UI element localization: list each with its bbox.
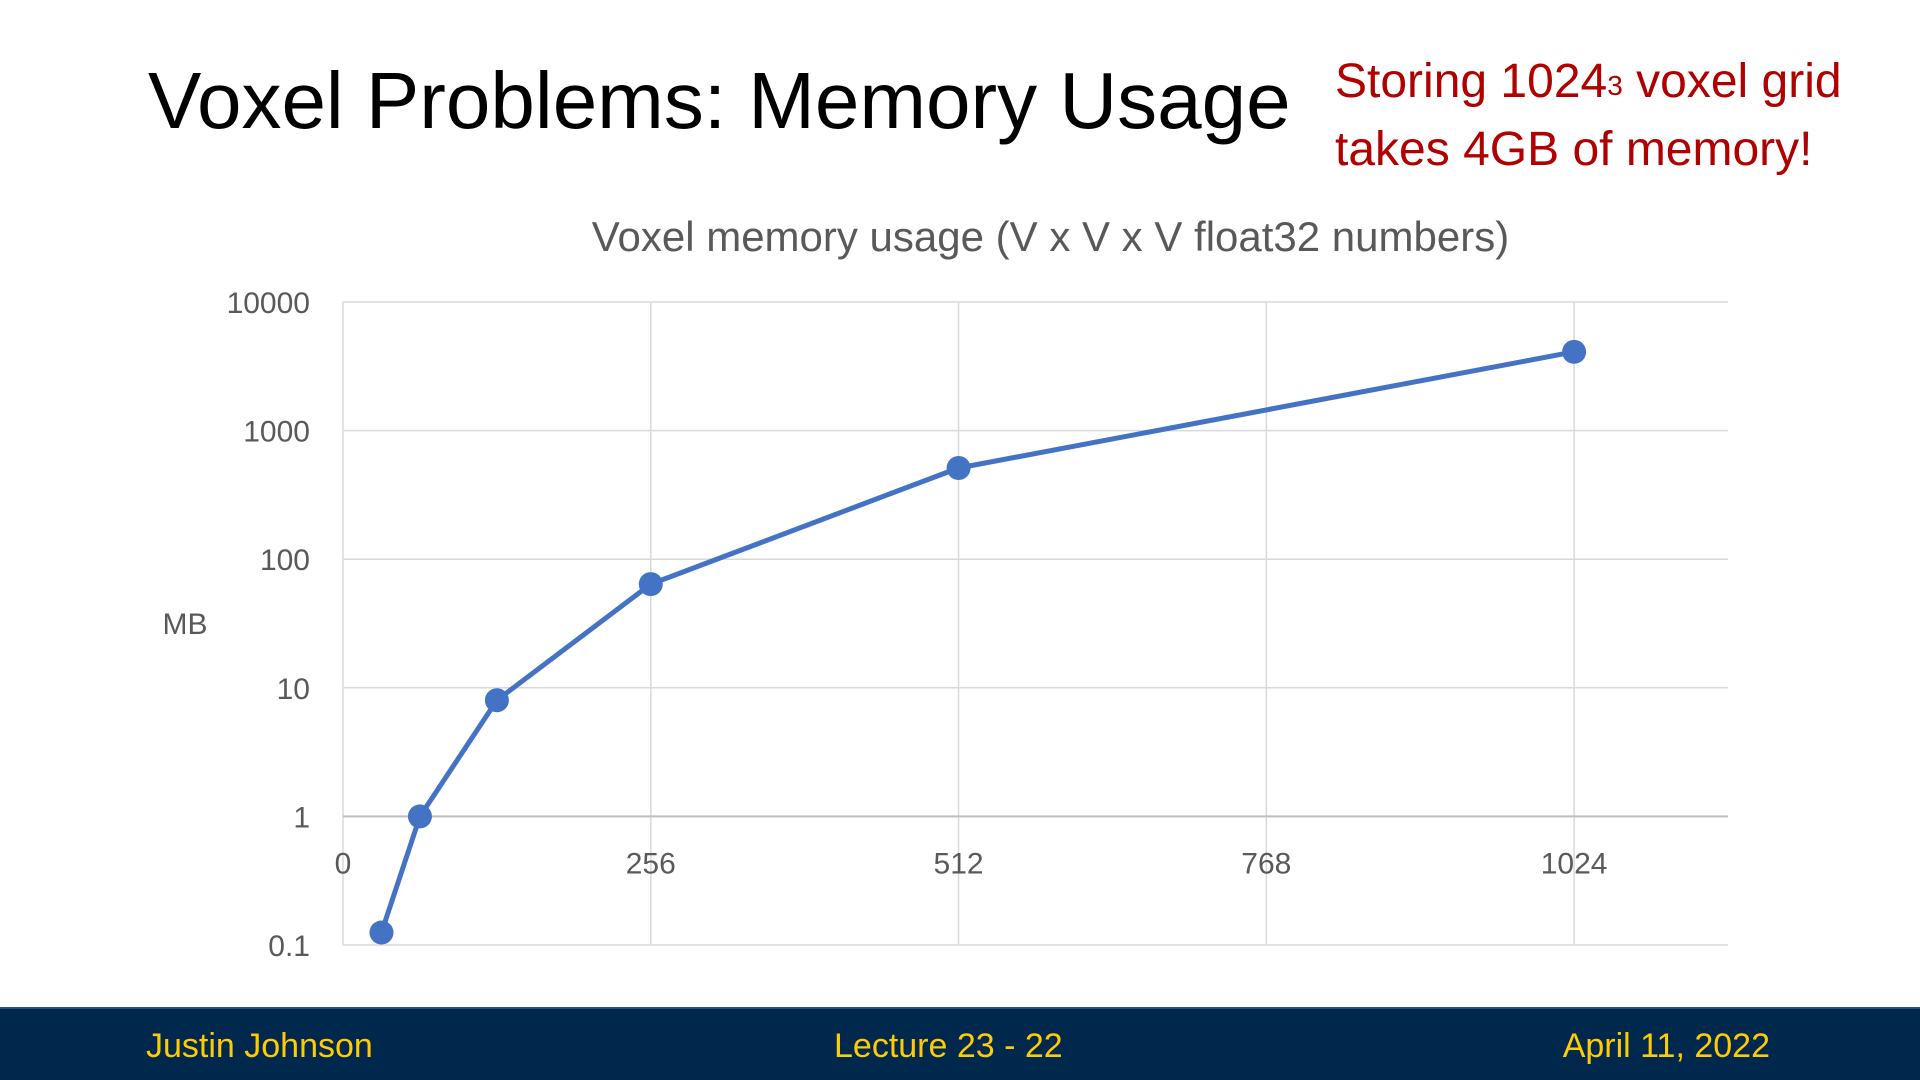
callout-line-2: takes 4GB of memory!: [1335, 123, 1813, 176]
y-axis-label: MB: [163, 608, 208, 641]
data-point: [407, 804, 432, 829]
footer-lecture: Lecture 23 - 22: [834, 1027, 1063, 1065]
data-point: [946, 455, 971, 480]
series-line: [379, 349, 1575, 934]
y-tick-label: 100: [260, 544, 310, 577]
chart-title: Voxel memory usage (V x V x V float32 nu…: [592, 213, 1509, 260]
y-tick-label: 1000: [243, 416, 310, 449]
x-tick-label: 512: [934, 847, 984, 880]
slide-title: Voxel Problems: Memory Usage: [148, 56, 1291, 145]
data-point: [484, 688, 509, 713]
x-tick-label: 1024: [1541, 847, 1608, 880]
y-tick-label: 10000: [227, 287, 310, 320]
data-point: [1562, 339, 1587, 364]
callout-text: Storing 10243 voxel grid takes 4GB of me…: [1335, 48, 1842, 184]
x-tick-label: 0: [335, 847, 352, 880]
x-tick-label: 256: [626, 847, 676, 880]
callout-line-1-suffix: voxel grid: [1622, 55, 1842, 108]
x-tick-label: 768: [1241, 847, 1291, 880]
callout-superscript: 3: [1607, 70, 1623, 101]
callout-line-1-prefix: Storing 1024: [1335, 55, 1608, 108]
footer-bar: Justin Johnson Lecture 23 - 22 April 11,…: [0, 1007, 1920, 1080]
y-tick-label: 0.1: [268, 930, 310, 963]
y-tick-label: 1: [293, 801, 310, 834]
footer-date: April 11, 2022: [1562, 1027, 1770, 1065]
footer-author: Justin Johnson: [146, 1027, 373, 1065]
callout-line-1: Storing 10243 voxel grid: [1335, 48, 1842, 116]
memory-usage-chart: Voxel memory usage (V x V x V float32 nu…: [163, 213, 1728, 963]
y-tick-label: 10: [277, 673, 310, 706]
data-point: [369, 920, 394, 945]
data-point: [638, 572, 663, 597]
